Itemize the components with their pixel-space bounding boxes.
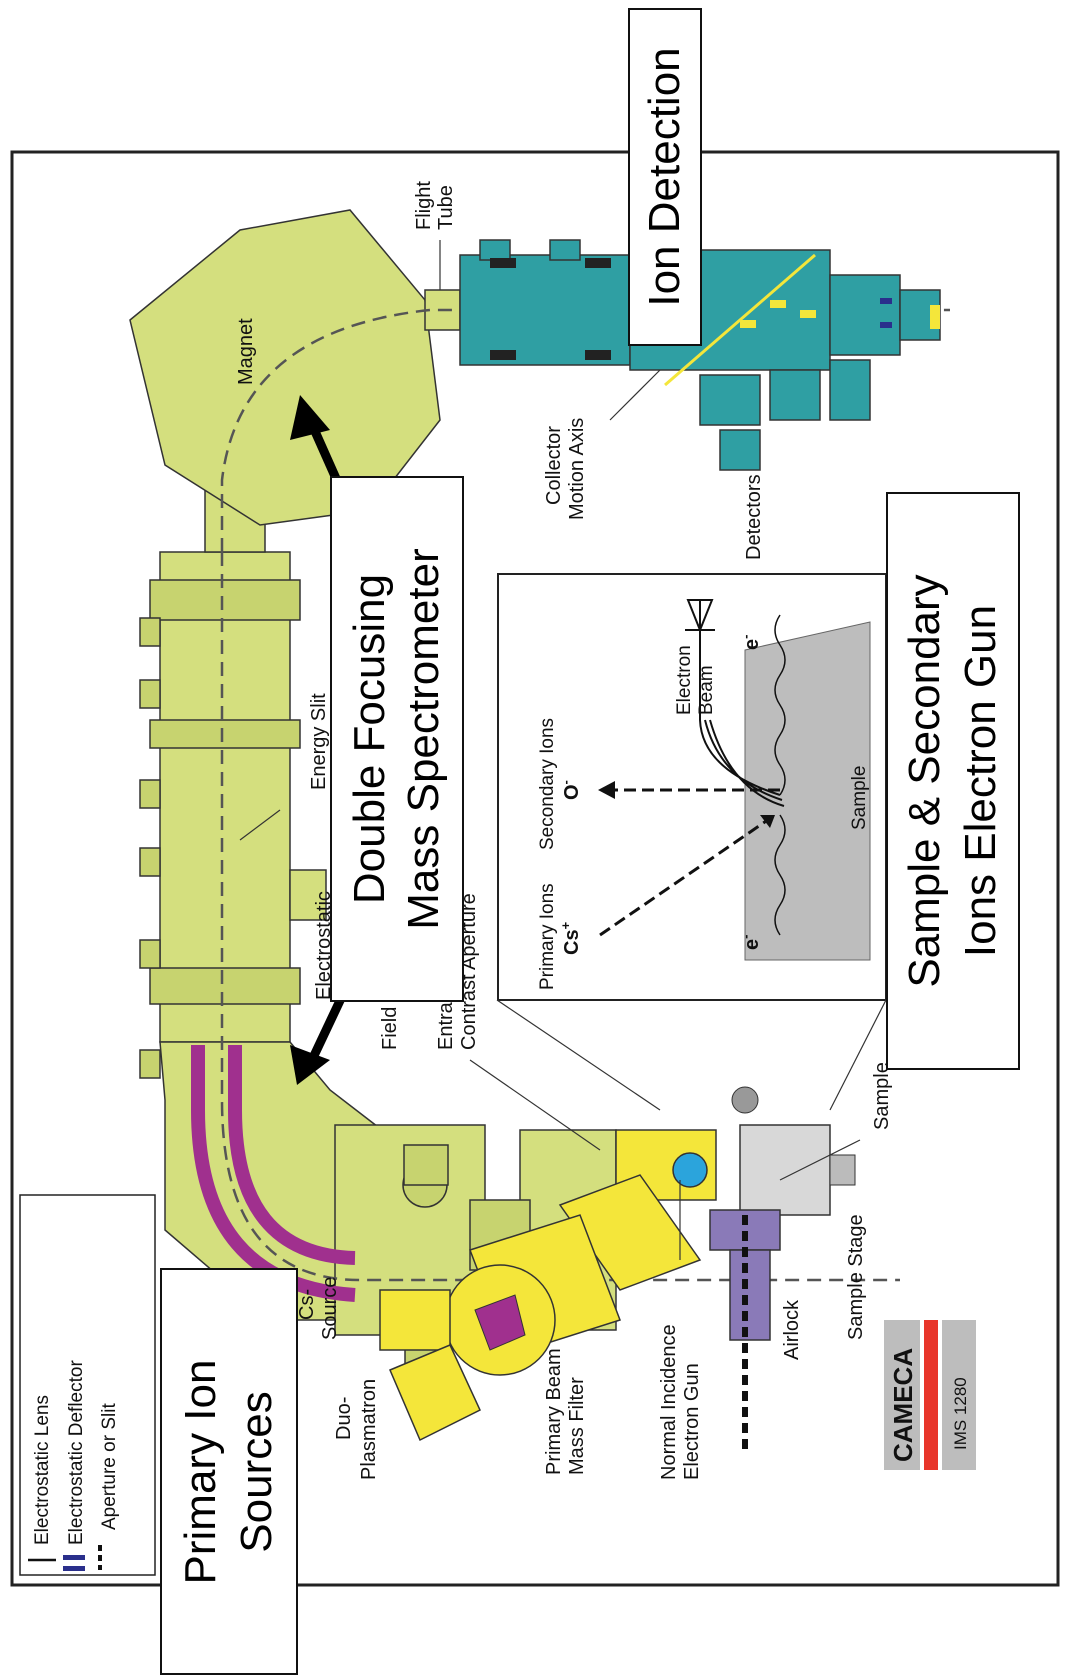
legend-deflector-label: Electrostatic Deflector [66, 1360, 87, 1545]
sample-secondary-callout: Sample & Secondary Ions Electron Gun [886, 492, 1020, 1070]
cameca-brand: CAMECA [888, 1348, 918, 1462]
sample-chamber [740, 1125, 830, 1215]
ion-detection-text: Ion Detection [640, 47, 690, 306]
duoplasmatron-label-1: Duo- [333, 1397, 355, 1440]
inset-sample-label: Sample [849, 766, 870, 830]
double-focusing-callout: Double Focusing Mass Spectrometer [330, 476, 464, 1002]
sample-stage-label: Sample Stage [845, 1214, 867, 1340]
cs-source-label-2: Source [319, 1277, 341, 1340]
primary-beam-label-1: Primary Beam [543, 1348, 565, 1475]
collector-axis-label-1: Collector [543, 426, 565, 505]
energy-slit-label: Energy Slit [308, 693, 330, 790]
sample-secondary-line1: Sample & Secondary [897, 574, 953, 987]
inset-secondary-ions-label: Secondary Ions [537, 718, 558, 850]
double-focusing-line1: Double Focusing [343, 548, 397, 929]
inset-electron-label: Electron [674, 645, 695, 715]
primary-ion-line1: Primary Ion [173, 1359, 229, 1584]
collector-axis-label-2: Motion Axis [566, 418, 588, 520]
normal-incidence-label-1: Normal Incidence [658, 1324, 680, 1480]
sample-label: Sample [871, 1062, 893, 1130]
sample-secondary-line2: Ions Electron Gun [953, 574, 1009, 987]
legend-aperture-label: Aperture or Slit [99, 1403, 120, 1530]
electron-gun-ball [673, 1153, 707, 1187]
primary-beam-label-2: Mass Filter [566, 1377, 588, 1475]
flight-tube-label-1: Flight [413, 181, 435, 230]
legend-lens-label: Electrostatic Lens [32, 1395, 53, 1545]
detectors-label: Detectors [743, 474, 765, 560]
primary-ion-line2: Sources [229, 1359, 285, 1584]
magnet-label: Magnet [235, 318, 257, 385]
double-focusing-line2: Mass Spectrometer [397, 548, 451, 929]
inset-beam-label: Beam [696, 665, 717, 715]
duoplasmatron-label-2: Plasmatron [358, 1379, 380, 1480]
inset-primary-ions-label: Primary Ions [537, 883, 558, 990]
airlock-label: Airlock [781, 1299, 803, 1360]
flight-tube-label-2: Tube [435, 185, 457, 230]
cameca-model: IMS 1280 [951, 1377, 970, 1450]
ion-detection-callout: Ion Detection [628, 8, 702, 346]
normal-incidence-label-2: Electron Gun [681, 1363, 703, 1480]
cs-source-label-1: Cs- [296, 1289, 318, 1320]
primary-ion-callout: Primary Ion Sources [160, 1268, 298, 1675]
field-label: Field [379, 1007, 401, 1050]
